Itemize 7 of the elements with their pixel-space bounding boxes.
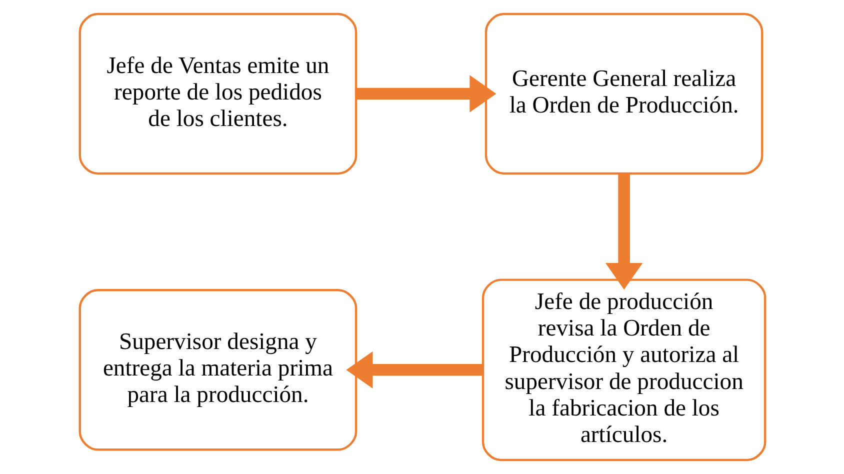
node-box: Jefe de producción revisa la Orden de Producción y autoriza al supervisor de produccion la fabricacion de los artículos. <box>481 278 766 462</box>
arrow <box>346 351 482 388</box>
node-box: Gerente General realiza la Orden de Producción. <box>484 12 763 175</box>
node-box: Supervisor designa y entrega la materia prima para la producción. <box>78 289 357 451</box>
arrow <box>356 75 496 112</box>
node-box: Jefe de Ventas emite un reporte de los pedidos de los clientes. <box>78 12 357 175</box>
arrow <box>605 174 642 290</box>
